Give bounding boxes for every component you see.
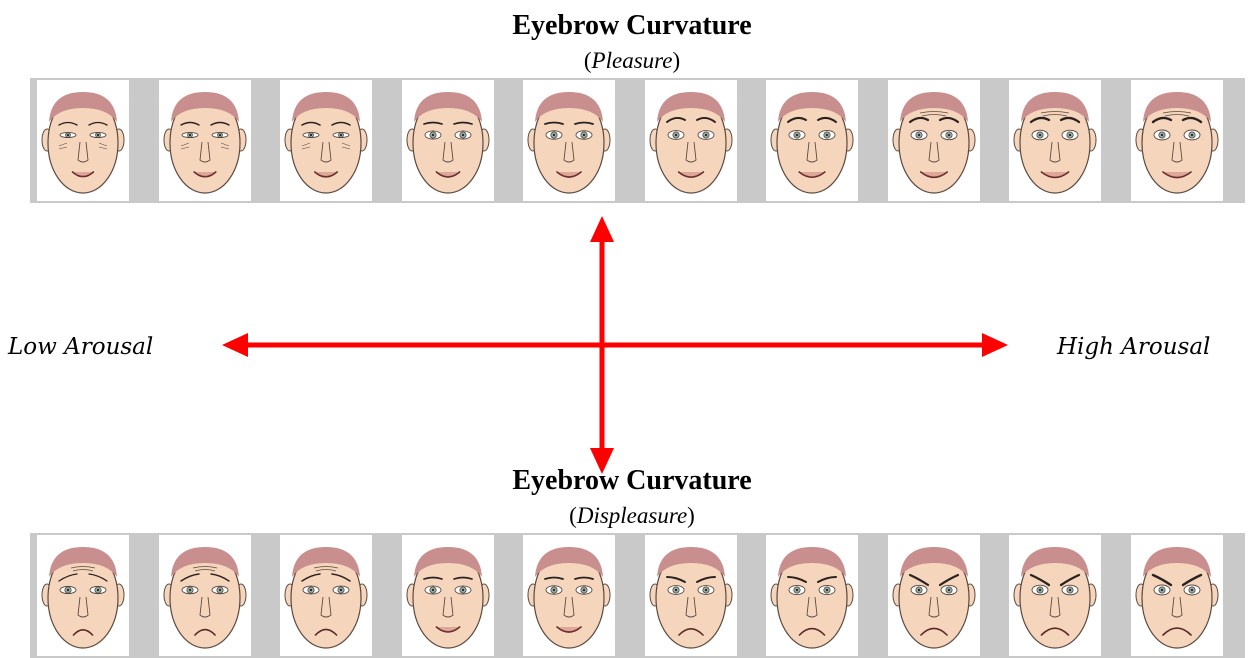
displeasure-face-tile [159,535,251,656]
bottom-subtitle-word: Displeasure [577,503,687,528]
displeasure-face-tile [37,535,129,656]
displeasure-face-3-icon [280,535,372,656]
displeasure-face-strip [30,533,1245,658]
displeasure-face-4-icon [402,535,494,656]
displeasure-face-tile [766,535,858,656]
bottom-subtitle-close: ) [687,503,695,528]
high-arousal-label: High Arousal [1057,334,1210,360]
displeasure-face-8-icon [888,535,980,656]
displeasure-face-tile [523,535,615,656]
arrow-up-icon [590,216,614,242]
displeasure-face-2-icon [159,535,251,656]
displeasure-face-1-icon [37,535,129,656]
displeasure-face-tile [888,535,980,656]
displeasure-face-tile [1131,535,1223,656]
low-arousal-label: Low Arousal [8,334,153,360]
bottom-subtitle-open: ( [569,503,577,528]
displeasure-face-tile [280,535,372,656]
displeasure-face-7-icon [766,535,858,656]
displeasure-face-5-icon [523,535,615,656]
bottom-subtitle: (Displeasure) [0,503,1248,529]
displeasure-face-6-icon [645,535,737,656]
horizontal-axis-arrow [222,333,1008,357]
arrow-right-icon [982,333,1008,357]
displeasure-face-10-icon [1131,535,1223,656]
bottom-title: Eyebrow Curvature [0,465,1248,497]
displeasure-face-9-icon [1009,535,1101,656]
displeasure-face-tile [402,535,494,656]
arrow-left-icon [222,333,248,357]
displeasure-face-tile [1009,535,1101,656]
displeasure-face-tile [645,535,737,656]
